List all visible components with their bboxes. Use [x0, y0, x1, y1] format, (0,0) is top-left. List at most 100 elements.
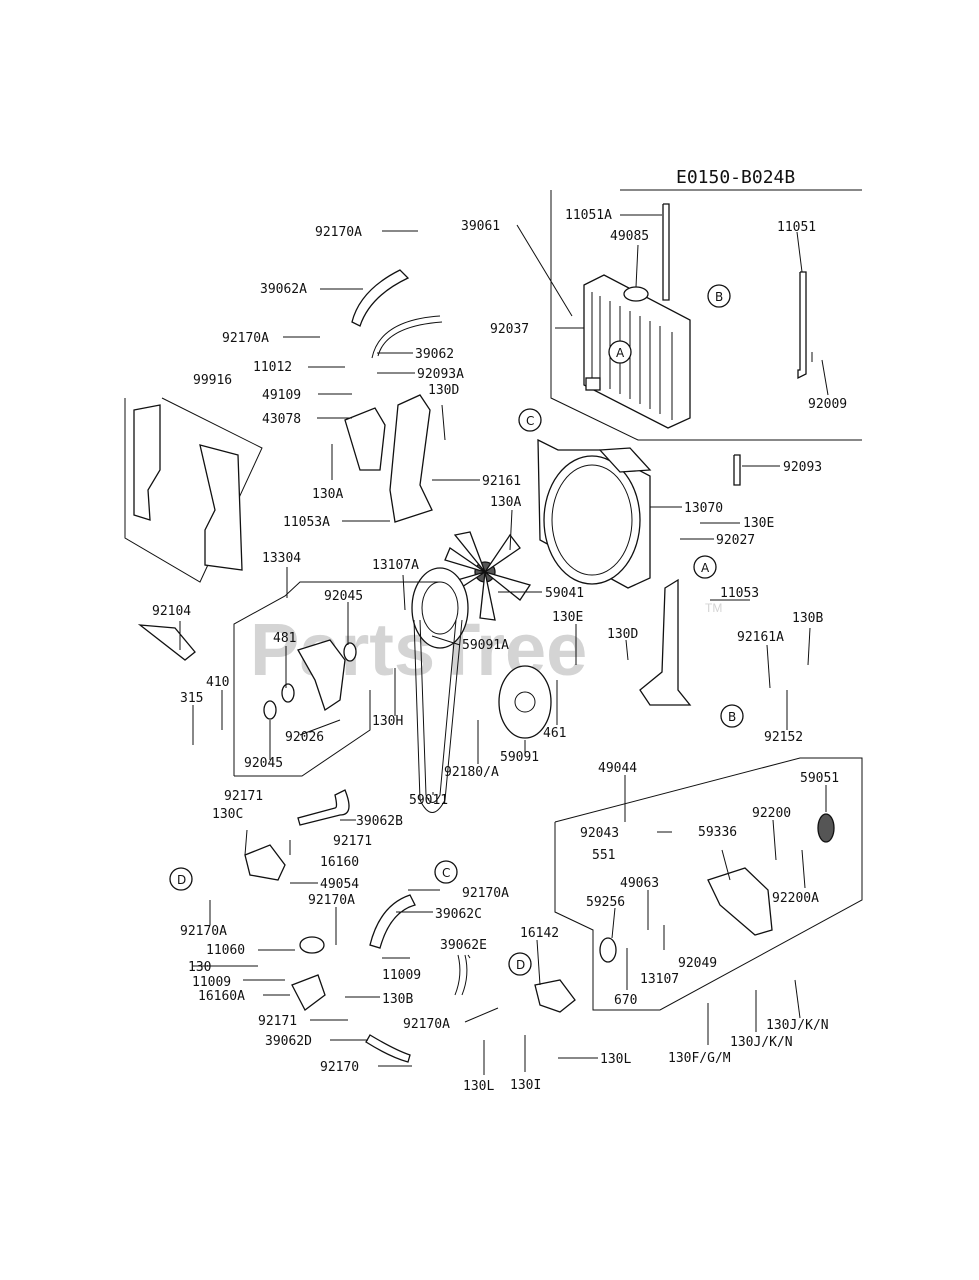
label-92170: 92170 — [320, 1060, 359, 1075]
label-39062d: 39062D — [265, 1034, 312, 1049]
label-92170a-2: 92170A — [222, 331, 269, 346]
svg-text:A: A — [701, 561, 710, 575]
fan — [439, 531, 532, 621]
label-92171-2: 92171 — [333, 834, 372, 849]
label-130fgm: 130F/G/M — [668, 1051, 731, 1066]
label-92152: 92152 — [764, 730, 803, 745]
svg-text:A: A — [616, 346, 625, 360]
label-49044: 49044 — [598, 761, 637, 776]
svg-text:B: B — [715, 290, 723, 304]
label-92170a-3: 92170A — [462, 886, 509, 901]
bracket-11051a — [662, 203, 670, 301]
pump-59336 — [707, 867, 773, 936]
group-99916 — [124, 397, 263, 583]
label-130e-1: 130E — [743, 516, 774, 531]
label-92161: 92161 — [482, 474, 521, 489]
pump-16142 — [534, 979, 576, 1013]
label-670: 670 — [614, 993, 637, 1008]
label-92170a-4: 92170A — [308, 893, 355, 908]
label-13070: 13070 — [684, 501, 723, 516]
label-92026: 92026 — [285, 730, 324, 745]
label-315: 315 — [180, 691, 203, 706]
label-130b-2: 130B — [382, 992, 413, 1007]
label-92045-1: 92045 — [324, 589, 363, 604]
group-13304 — [233, 581, 440, 776]
group-49044 — [554, 757, 863, 1011]
label-39062a: 39062A — [260, 282, 307, 297]
label-16142: 16142 — [520, 926, 559, 941]
label-11051: 11051 — [777, 220, 816, 235]
label-43078: 43078 — [262, 412, 301, 427]
label-49054: 49054 — [320, 877, 359, 892]
label-13107: 13107 — [640, 972, 679, 987]
label-461: 461 — [543, 726, 566, 741]
hose-39062b — [297, 789, 350, 826]
label-11009-2: 11009 — [382, 968, 421, 983]
label-92171-3: 92171 — [258, 1014, 297, 1029]
label-11012: 11012 — [253, 360, 292, 375]
label-551: 551 — [592, 848, 615, 863]
callout-b-upper: B — [707, 284, 731, 308]
bracket-43078 — [344, 407, 386, 471]
label-92009: 92009 — [808, 397, 847, 412]
housing-16160a — [291, 974, 326, 1011]
label-130l-2: 130L — [600, 1052, 631, 1067]
bracket-92093 — [733, 454, 741, 486]
pulley-59091 — [498, 665, 552, 739]
label-92037: 92037 — [490, 322, 529, 337]
leader-lines — [179, 214, 829, 1075]
part-labels: 39061 11051A 49085 11051 92170A 39062A 9… — [152, 208, 847, 1094]
label-92171-1: 92171 — [224, 789, 263, 804]
pulley-59051 — [817, 813, 835, 843]
impeller-59256 — [599, 937, 617, 963]
label-49085: 49085 — [610, 229, 649, 244]
label-92170a-5: 92170A — [180, 924, 227, 939]
grease-tube-92104 — [137, 624, 196, 661]
label-130l-1: 130L — [463, 1079, 494, 1094]
thermostat-16160 — [244, 844, 286, 881]
label-39061: 39061 — [461, 219, 500, 234]
hose-39062e — [454, 954, 468, 996]
svg-text:C: C — [442, 866, 450, 880]
callout-c-upper: C — [518, 408, 542, 432]
label-130c: 130C — [212, 807, 243, 822]
label-481: 481 — [273, 631, 296, 646]
label-59091a: 59091A — [462, 638, 509, 653]
label-410: 410 — [206, 675, 229, 690]
label-92049: 92049 — [678, 956, 717, 971]
label-130b-1: 130B — [792, 611, 823, 626]
label-59336: 59336 — [698, 825, 737, 840]
label-16160: 16160 — [320, 855, 359, 870]
bracket-11053 — [639, 578, 692, 706]
callout-d-right: D — [508, 952, 532, 976]
label-130i: 130I — [510, 1078, 541, 1093]
gasket-11060 — [299, 936, 325, 954]
label-39062: 39062 — [415, 347, 454, 362]
label-92170a-6: 92170A — [403, 1017, 450, 1032]
svg-text:D: D — [516, 958, 525, 972]
callout-d-left: D — [169, 867, 193, 891]
hose-39062c — [369, 894, 416, 949]
label-11053a: 11053A — [283, 515, 330, 530]
label-59011: 59011 — [409, 793, 448, 808]
radiator — [583, 274, 691, 429]
label-11053: 11053 — [720, 586, 759, 601]
label-59051: 59051 — [800, 771, 839, 786]
label-130jkn-2: 130J/K/N — [730, 1035, 793, 1050]
hose-39062 — [371, 315, 443, 359]
label-92170a-1: 92170A — [315, 225, 362, 240]
label-92045-2: 92045 — [244, 756, 283, 771]
label-92027: 92027 — [716, 533, 755, 548]
callout-a-lower: A — [693, 555, 717, 579]
label-130: 130 — [188, 960, 211, 975]
label-92180a: 92180/A — [444, 765, 499, 780]
label-92200a: 92200A — [772, 891, 819, 906]
label-59041: 59041 — [545, 586, 584, 601]
label-130d-2: 130D — [607, 627, 638, 642]
label-49063: 49063 — [620, 876, 659, 891]
label-59256: 59256 — [586, 895, 625, 910]
label-92093a: 92093A — [417, 367, 464, 382]
label-130h: 130H — [372, 714, 403, 729]
spacer-481 — [281, 683, 295, 703]
